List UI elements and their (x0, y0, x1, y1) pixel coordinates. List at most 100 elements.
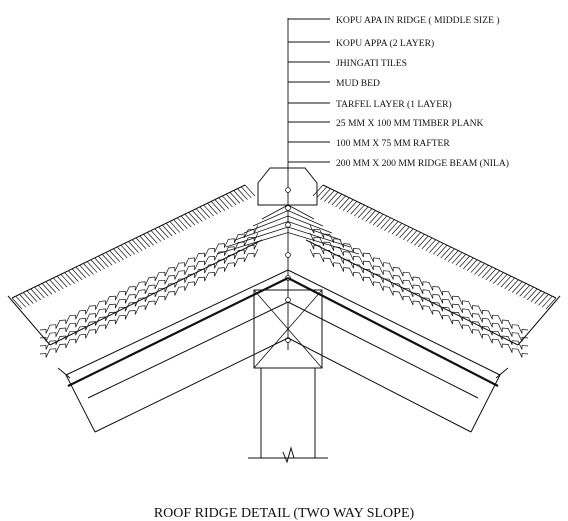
tile-hatch (342, 199, 354, 211)
leader-node (285, 297, 291, 303)
left-rafter-lower (94, 337, 289, 433)
tile-hatch (184, 213, 196, 226)
right-rafter-bottom (287, 301, 479, 399)
tile-hatch (199, 206, 211, 219)
tile-hatch (83, 263, 94, 275)
right-break-mark (495, 367, 509, 379)
tile-hatch (101, 254, 113, 266)
tile-hatch (523, 286, 534, 299)
mud-bed-course (39, 240, 259, 350)
tile-hatch (485, 268, 497, 281)
tile-hatch (34, 286, 45, 299)
right-tile-bottom (305, 239, 519, 346)
tile-hatch (41, 283, 53, 295)
tile-hatch (384, 219, 395, 231)
tile-hatch (354, 204, 365, 217)
tile-hatch (195, 208, 207, 220)
tile-hatch (218, 197, 229, 209)
tile-hatch (203, 204, 214, 217)
tile-hatch (23, 292, 34, 304)
tile-hatch (131, 239, 143, 251)
tile-hatch (530, 290, 542, 302)
tile-hatch (493, 272, 504, 284)
tile-hatch (38, 285, 49, 297)
tile-hatch (214, 199, 226, 211)
tile-hatch (399, 226, 410, 239)
tile-hatch (68, 270, 79, 282)
mud-bed-course (309, 224, 529, 334)
tile-hatch (173, 219, 184, 231)
tile-hatch (116, 246, 128, 259)
tile-hatch (369, 212, 380, 224)
tile-hatch (406, 230, 418, 242)
tile-hatch (470, 261, 482, 273)
tile-hatch (545, 297, 557, 310)
tile-hatch (335, 195, 346, 208)
tile-hatch (478, 264, 489, 277)
ridge-layer-line (252, 210, 324, 227)
support-post (260, 367, 316, 459)
tile-hatch (124, 243, 136, 255)
tile-hatch (162, 224, 173, 237)
left-mud-bed (39, 224, 259, 358)
tile-hatch (188, 212, 199, 224)
callout-group: KOPU APA IN RIDGE ( MIDDLE SIZE ) KOPU A… (285, 15, 509, 350)
tile-hatch (324, 190, 335, 202)
tile-hatch (508, 279, 519, 292)
ridge-cap-tile (257, 167, 318, 206)
tile-hatch (387, 221, 399, 233)
tile-hatch (361, 208, 373, 220)
tile-hatch (120, 244, 132, 257)
tile-hatch (143, 233, 154, 246)
left-rafter-bottom (87, 301, 289, 399)
tile-hatch (207, 202, 218, 215)
label-mud-bed: MUD BED (336, 78, 380, 89)
tile-hatch (320, 188, 331, 200)
tile-hatch (128, 241, 139, 253)
tile-hatch (376, 215, 388, 228)
ridge-layer-line (243, 215, 333, 234)
leader-node (285, 252, 291, 258)
tile-hatch (90, 259, 102, 271)
tile-hatch (350, 202, 361, 215)
left-jhingati-tiles (11, 184, 256, 310)
label-kopu-appa: KOPU APPA (2 LAYER) (336, 38, 434, 49)
tile-hatch (180, 215, 192, 228)
right-mud-bed (309, 224, 529, 358)
ridge-layer-line (261, 204, 315, 220)
right-cut-end (470, 374, 501, 433)
mud-bed-course (309, 248, 529, 358)
tile-hatch (135, 237, 147, 250)
tile-hatch (225, 193, 237, 206)
right-eave-end (517, 295, 561, 346)
label-jhingati-tiles: JHINGATI TILES (336, 58, 407, 69)
tile-hatch (339, 197, 350, 209)
tile-hatch (94, 257, 105, 270)
tile-hatch (49, 279, 60, 292)
tile-hatch (372, 213, 384, 226)
tile-hatch (429, 241, 440, 253)
tile-hatch (440, 246, 452, 259)
tile-hatch (380, 217, 391, 230)
tile-hatch (105, 252, 117, 264)
left-plank-top (65, 269, 289, 376)
mud-bed-course (309, 240, 529, 350)
tile-hatch (466, 259, 478, 271)
left-tarfel-layer (67, 277, 289, 387)
tile-hatch (538, 294, 549, 306)
tile-hatch (154, 228, 166, 240)
tile-hatch (489, 270, 500, 282)
tile-hatch (158, 226, 169, 239)
tile-hatch (316, 186, 328, 199)
tile-hatch (357, 206, 369, 219)
tile-hatch (425, 239, 437, 251)
tile-hatch (365, 210, 376, 222)
label-timber-plank: 25 MM X 100 MM TIMBER PLANK (336, 118, 484, 129)
right-tarfel-layer (287, 277, 499, 387)
tile-hatch (463, 257, 474, 270)
label-tarfel-layer: TARFEL LAYER (1 LAYER) (336, 99, 452, 110)
tile-hatch (233, 190, 244, 202)
tile-hatch (395, 224, 406, 237)
tile-hatch (60, 274, 72, 286)
tile-hatch (534, 292, 545, 304)
